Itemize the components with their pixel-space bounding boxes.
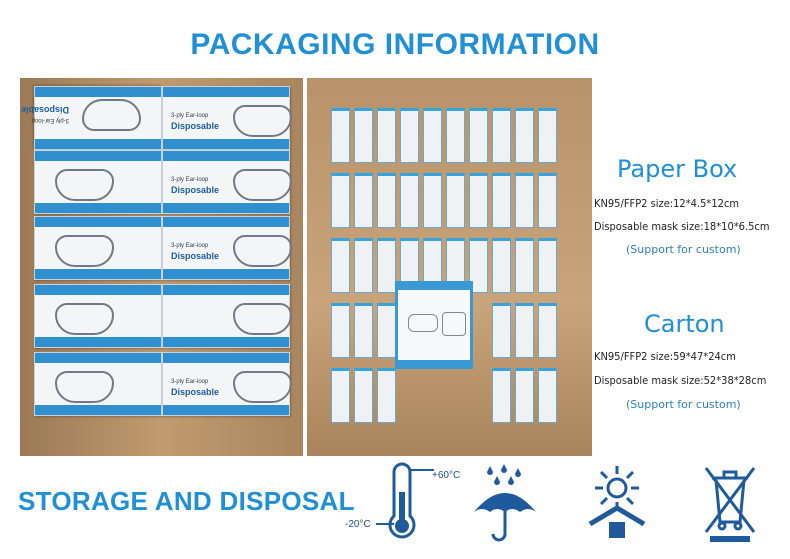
carton-note: (Support for custom): [626, 398, 741, 411]
sample-paper-box: [395, 281, 473, 369]
carton-kn95-size: KN95/FFP2 size:59*47*24cm: [594, 350, 736, 363]
carton-paper-box: [400, 173, 419, 228]
carton-paper-box: [492, 368, 511, 423]
page-title: PACKAGING INFORMATION: [190, 28, 600, 61]
carton-paper-box: [515, 238, 534, 293]
carton-paper-box: [331, 303, 350, 358]
carton-paper-box: [469, 108, 488, 163]
carton-paper-box: [331, 238, 350, 293]
carton-paper-box: [446, 108, 465, 163]
storage-disposal-title: STORAGE AND DISPOSAL: [18, 486, 355, 516]
carton-paper-box: [515, 368, 534, 423]
carton-paper-box: [469, 173, 488, 228]
umbrella-rain-icon: [474, 464, 536, 542]
carton-paper-box: [492, 108, 511, 163]
carton-paper-box: [515, 108, 534, 163]
paper-box-disposable-size: Disposable mask size:18*10*6.5cm: [594, 220, 770, 233]
carton-paper-box: [492, 238, 511, 293]
mask-box: [34, 284, 162, 348]
carton-paper-box: [377, 238, 396, 293]
carton-disposable-size: Disposable mask size:52*38*28cm: [594, 374, 767, 387]
carton-paper-box: [492, 173, 511, 228]
carton-paper-box: [538, 108, 557, 163]
carton-paper-box: [492, 303, 511, 358]
thermometer-icon: [376, 462, 434, 539]
carton-paper-box: [331, 173, 350, 228]
temp-low-label: -20°C: [345, 519, 371, 530]
carton-heading: Carton: [644, 310, 725, 338]
carton-paper-box: [423, 173, 442, 228]
paper-box-note: (Support for custom): [626, 243, 741, 256]
carton-paper-box: [377, 108, 396, 163]
temp-high-label: +60°C: [432, 470, 461, 481]
carton-paper-box: [354, 303, 373, 358]
carton-paper-box: [377, 368, 396, 423]
carton-paper-box: [515, 303, 534, 358]
carton-paper-box: [469, 238, 488, 293]
carton-paper-box: [377, 303, 396, 358]
carton-paper-box: [377, 173, 396, 228]
mask-box: [162, 284, 292, 348]
carton-paper-box: [423, 108, 442, 163]
carton-paper-box: [354, 238, 373, 293]
paper-box-kn95-size: KN95/FFP2 size:12*4.5*12cm: [594, 197, 740, 210]
mask-box: [34, 216, 162, 280]
carton-paper-box: [446, 173, 465, 228]
carton-paper-box: [400, 108, 419, 163]
crossed-bin-icon: [704, 467, 756, 542]
mask-box: [34, 150, 162, 214]
carton-paper-box: [538, 238, 557, 293]
carton-paper-box: [354, 108, 373, 163]
sun-shelter-icon: [588, 466, 646, 538]
carton-paper-box: [515, 173, 534, 228]
carton-paper-box: [538, 303, 557, 358]
carton-paper-box: [331, 368, 350, 423]
mask-box: [34, 352, 162, 416]
carton-paper-box: [538, 368, 557, 423]
carton-paper-box: [538, 173, 557, 228]
carton-paper-box: [331, 108, 350, 163]
carton-paper-box: [354, 368, 373, 423]
carton-paper-box: [354, 173, 373, 228]
paper-box-heading: Paper Box: [617, 155, 738, 183]
packaging-photo-carton: [307, 78, 592, 456]
